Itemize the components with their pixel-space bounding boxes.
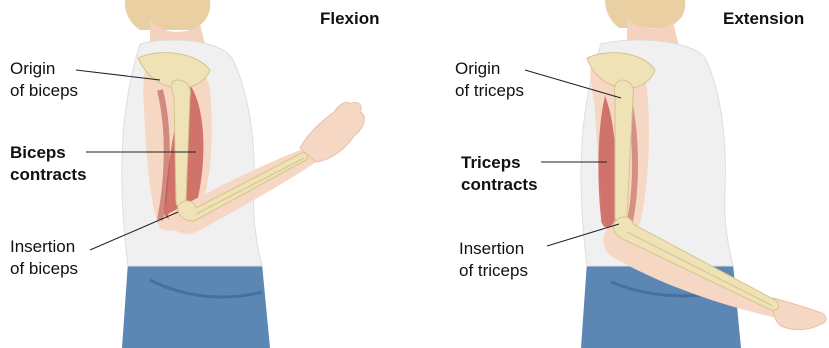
flexion-title: Flexion bbox=[320, 9, 380, 29]
insertion-label-line2: of biceps bbox=[10, 258, 78, 279]
hand bbox=[300, 102, 364, 162]
jeans bbox=[122, 260, 270, 348]
origin-label-line1: Origin bbox=[10, 58, 55, 79]
extension-panel: Extension Origin of triceps Triceps cont… bbox=[415, 0, 829, 348]
origin-label-line1: Origin bbox=[455, 58, 500, 79]
muscle-label-line1: Triceps bbox=[461, 152, 521, 173]
muscle-label-line2: contracts bbox=[461, 174, 538, 195]
muscle-label-line2: contracts bbox=[10, 164, 87, 185]
flexion-panel: Flexion Origin of biceps Biceps contract… bbox=[0, 0, 414, 348]
origin-label-line2: of biceps bbox=[10, 80, 78, 101]
insertion-label-line2: of triceps bbox=[459, 260, 528, 281]
hand bbox=[772, 298, 826, 330]
insertion-label-line1: Insertion bbox=[10, 236, 75, 257]
muscle-label-line1: Biceps bbox=[10, 142, 66, 163]
extension-title: Extension bbox=[723, 9, 804, 29]
hair bbox=[125, 0, 210, 30]
insertion-label-line1: Insertion bbox=[459, 238, 524, 259]
origin-label-line2: of triceps bbox=[455, 80, 524, 101]
